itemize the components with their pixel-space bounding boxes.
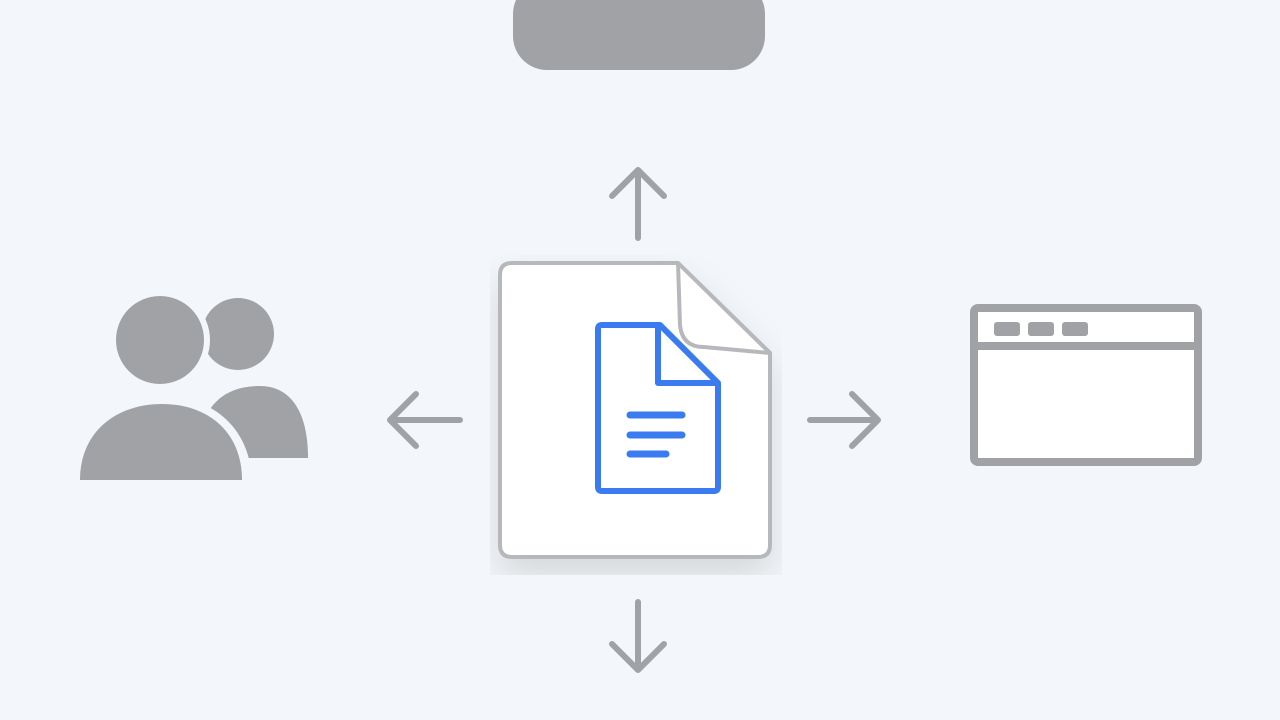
browser-window-icon [970, 304, 1202, 466]
arrow-right-icon [807, 391, 881, 449]
blue-document-icon [595, 322, 721, 494]
top-destination-pill [513, 0, 765, 70]
arrow-up-icon [609, 167, 667, 241]
arrow-left-icon [387, 391, 463, 449]
users-icon [72, 290, 308, 484]
arrow-down-icon [609, 599, 667, 673]
document-card [498, 261, 772, 559]
